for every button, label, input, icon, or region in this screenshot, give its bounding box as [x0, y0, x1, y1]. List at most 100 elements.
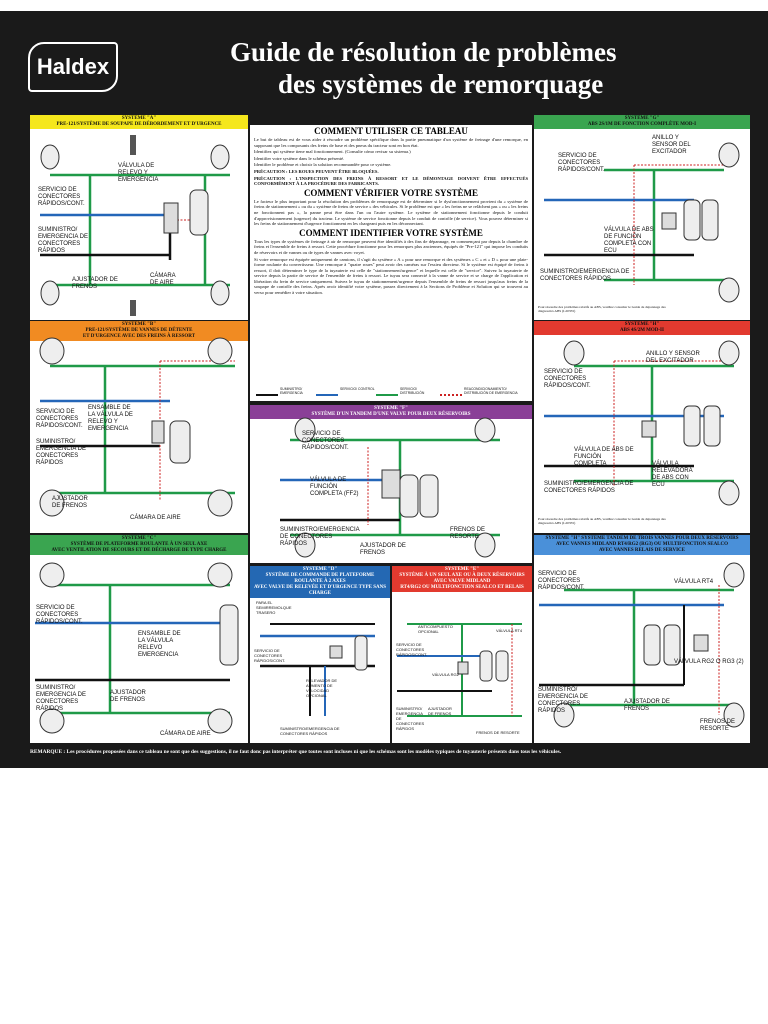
- panel-d-subtitle: AVEC VALVE DE RELEVÉE ET D'URGENCE TYPE …: [253, 585, 387, 596]
- page-title: Guide de résolution de problèmes des sys…: [230, 36, 710, 100]
- panel-a-diagram: [40, 135, 230, 316]
- panel-g-header: SYSTÈME "G" ABS 2S/1M DE FONCTION COMPLÈ…: [534, 115, 750, 129]
- panel-b-system: SYSTÈME "B": [121, 322, 157, 327]
- panel-h-header: SYSTÈME "H" ABS 4S/2M MOD-II: [534, 321, 750, 335]
- label-service-connectors: SERVICIO DE CONECTORES RÁPIDOS/CONT.: [254, 648, 286, 663]
- label-service-connectors: SERVICIO DE CONECTORES RÁPIDOS/CONT.: [36, 409, 83, 429]
- legend-service-label: SERVICIO/ CONTROL: [340, 387, 375, 391]
- label-supply-emergency: SUMINISTRO/EMERGENCIA DE CONECTORES RÁPI…: [540, 269, 630, 282]
- legend-service-line: [316, 394, 338, 396]
- panel-a-system: SYSTÈME "A": [121, 116, 157, 121]
- label-anticompound: ANTICOMPUESTO OPCIONAL: [418, 624, 453, 634]
- panel-g-note: Pour résoudre des problèmes relatifs au …: [538, 305, 666, 313]
- label-service-connectors: SERVICIO DE CONECTORES RÁPIDOS/CONT.: [36, 605, 83, 625]
- label-service-connectors: SERVICIO DE CONECTORES RÁPIDOS/CONT.: [558, 153, 605, 173]
- label-service-connectors: SERVICIO DE CONECTORES RÁPIDOS/CONT.: [302, 431, 349, 451]
- panel-i-header: SYSTÈME "H" SYSTÈME TANDEM DE TROIS VANN…: [534, 535, 750, 555]
- label-rt4-valve: VÁLVULA RT4: [674, 579, 714, 585]
- caution-1: PRÉCAUTION : LES ROUES PEUVENT ÊTRE BLOQ…: [254, 168, 379, 174]
- title-line-1: Guide de résolution de problèmes: [230, 37, 617, 67]
- instructions-paragraph-7: Si votre remorque est équipée uniquement…: [254, 256, 528, 296]
- panel-h-note: Pour résoudre des problèmes relatifs au …: [538, 517, 666, 525]
- label-service-connectors: SERVICIO DE CONECTORES RÁPIDOS/CONT.: [396, 642, 428, 657]
- label-rear-semitrailer: PARA EL SEMIRREMOLQUE TRASERO: [256, 600, 292, 615]
- panel-system-h-tandem: SYSTÈME "H" SYSTÈME TANDEM DE TROIS VANN…: [534, 535, 750, 743]
- panel-system-b: SYSTÈME "B" PRE-121/SYSTÈME DE VANNES DE…: [30, 321, 248, 533]
- panel-f-system: SYSTÈME "F": [374, 406, 408, 411]
- panel-f-header: SYSTÈME "F" SYSTÈME D'UN TANDEM D'UNE VA…: [250, 405, 532, 419]
- panel-system-a: SYSTÈME "A" PRE-121/SYSTÈME DE SOUPAPE D…: [30, 115, 248, 320]
- panel-f-title: SYSTÈME D'UN TANDEM D'UNE VALVE POUR DEU…: [311, 412, 471, 417]
- label-supply-emergency: SUMINISTRO/EMERGENCIA DE CONECTORES RÁPI…: [280, 527, 360, 547]
- panel-c-system: SYSTÈME "C": [121, 536, 157, 541]
- label-exciter-ring-sensor: ANILLO Y SENSOR DEL EXCITADOR: [646, 351, 700, 364]
- instructions-paragraph-4: Identifier le problème et choisir la sol…: [254, 162, 392, 168]
- panel-i-system: SYSTÈME "H" SYSTÈME TANDEM DE TROIS VANN…: [545, 536, 739, 541]
- panel-a-title: PRE-121/SYSTÈME DE SOUPAPE DE DÉBORDEMEN…: [56, 122, 222, 127]
- label-full-function-abs-valve: VÁLVULA DE ABS DE FUNCIÓN COMPLETA CON E…: [604, 227, 654, 254]
- panel-b-title: PRE-121/SYSTÈME DE VANNES DE DÉTENTE: [85, 328, 193, 333]
- panel-d-diagram: [260, 623, 375, 716]
- panel-i-title: AVEC VANNES MIDLAND RT4/RG2 (RG3) OU MUL…: [555, 542, 729, 547]
- panel-i-diagram: [539, 562, 745, 728]
- how-to-identify-title: COMMENT IDENTIFIER VOTRE SYSTÈME: [299, 227, 483, 238]
- panel-e-subtitle: RT4/RG2 OU MULTIFONCTION SEALCO ET RELAI…: [400, 585, 524, 590]
- panel-c-subtitle: AVEC VENTILATION DE SECOURS ET DE DÉCHAR…: [51, 548, 227, 553]
- line-legend: SUMINISTRO/ EMERGENCIA SERVICIO/ CONTROL…: [250, 385, 532, 401]
- legend-control-line: [376, 394, 398, 396]
- label-rg2-valve: VÁLVULA RG2: [432, 672, 459, 677]
- label-supply-emergency: SUMINISTRO/ EMERGENCIA DE CONECTORES RÁP…: [538, 687, 589, 714]
- remarque-footnote: REMARQUE : Les procédures proposées dans…: [30, 749, 562, 755]
- title-line-2: des systèmes de remorquage: [278, 69, 604, 99]
- label-slack-adjuster: AJUSTADOR DE FRENOS: [110, 690, 146, 703]
- panel-c-diagram: [35, 562, 239, 734]
- label-supply-emergency: SUMINISTRO/ EMERGENCIA DE CONECTORES RÁP…: [36, 685, 87, 712]
- label-air-chamber: CÁMARA DE AIRE: [130, 515, 181, 521]
- legend-optional-line: [440, 394, 462, 396]
- how-to-use-title: COMMENT UTILISER CE TABLEAU: [314, 126, 468, 136]
- panel-system-f: SYSTÈME "F" SYSTÈME D'UN TANDEM D'UNE VA…: [250, 405, 532, 563]
- panel-e-system: SYSTÈME "E": [444, 567, 480, 572]
- panel-b-subtitle: ET D'URGENCE AVEC DES FREINS À RESSORT: [82, 334, 196, 339]
- panel-c-header: SYSTÈME "C" SYSTÈME DE PLATEFORME ROULAN…: [30, 535, 248, 555]
- instructions-paragraph-5: Le facteur le plus important pour la rés…: [254, 198, 528, 227]
- label-spring-brakes: FRENOS DE RESORTE: [476, 730, 520, 735]
- haldex-logo: Haldex: [28, 42, 118, 92]
- panel-system-c: SYSTÈME "C" SYSTÈME DE PLATEFORME ROULAN…: [30, 535, 248, 743]
- panel-c-title: SYSTÈME DE PLATEFORME ROULANTE À UN SEUL…: [70, 542, 208, 547]
- instructions-paragraph-1: Le but de tableau est de vous aider à ré…: [254, 137, 528, 148]
- legend-optional-label: REACONDICIONAMIENTO/ DISTRIBUCIÓN DE EME…: [464, 387, 518, 395]
- legend-control-label: SERVICIO/ DISTRIBUCIÓN: [400, 387, 425, 395]
- label-exciter-ring-sensor: ANILLO Y SENSOR DEL EXCITADOR: [652, 135, 691, 155]
- label-service-connectors: SERVICIO DE CONECTORES RÁPIDOS/CONT.: [538, 571, 585, 591]
- label-supply-emergency: SUMINISTRO/ EMERGENCIA DE CONECTORES RÁP…: [396, 706, 425, 731]
- label-slack-adjuster: AJUSTADOR DE FRENOS: [624, 699, 670, 712]
- label-spring-brakes: FRENOS DE RESORTE: [700, 719, 736, 732]
- label-slack-adjuster: AJUSTADOR DE FRENOS: [360, 543, 406, 556]
- instructions-panel: COMMENT UTILISER CE TABLEAU Le but de ta…: [250, 125, 532, 398]
- label-rg2-rg3-valve: VÁLVULA RG2 O RG3 (2): [674, 659, 744, 665]
- label-slack-adjuster: AJUSTADOR DE FRENOS: [72, 277, 118, 290]
- label-air-chamber: CÁMARA DE AIRE: [160, 731, 211, 737]
- panel-f-diagram: [280, 417, 500, 558]
- label-spring-brakes: FRENOS DE RESORTE: [450, 527, 486, 540]
- panel-h-diagram: [544, 340, 740, 506]
- instructions-paragraph-3: Identifier votre système dans le schéma …: [254, 155, 345, 161]
- panel-d-system: SYSTÈME "D": [302, 567, 338, 572]
- panel-system-e: SYSTÈME "E" SYSTÈME À UN SEUL AXE OU À D…: [392, 566, 532, 743]
- panel-h-title: ABS 4S/2M MOD-II: [620, 328, 664, 333]
- panel-b-header: SYSTÈME "B" PRE-121/SYSTÈME DE VANNES DE…: [30, 321, 248, 341]
- panel-g-system: SYSTÈME "G": [624, 116, 660, 121]
- legend-supply-label: SUMINISTRO/ EMERGENCIA: [280, 387, 303, 395]
- label-full-function-abs-valve: VÁLVULA DE ABS DE FUNCIÓN COMPLETA: [574, 447, 634, 467]
- panel-i-subtitle: AVEC VANNES RELAIS DE SERVICE: [599, 548, 685, 553]
- panel-g-title: ABS 2S/1M DE FONCTION COMPLÈTE MOD-I: [587, 122, 697, 127]
- label-air-chamber: CÁMARA DE AIRE: [150, 273, 176, 286]
- label-supply-emergency: SUMINISTRO/ EMERGENCIA DE CONECTORES RÁP…: [38, 227, 89, 254]
- panel-a-header: SYSTÈME "A" PRE-121/SYSTÈME DE SOUPAPE D…: [30, 115, 248, 129]
- label-relay-emergency-assembly: ENSAMBLE DE LA VÁLVULA RELEVO EMERGENCIA: [138, 631, 181, 658]
- label-slack-adjuster: AJUSTADOR DE FRENOS: [428, 706, 452, 716]
- label-relay-emergency-valve: VÁLVULA DE RELEVO Y EMERGENCIA: [118, 163, 159, 183]
- panel-e-header: SYSTÈME "E" SYSTÈME À UN SEUL AXE OU À D…: [392, 566, 532, 592]
- panel-system-d: SYSTÈME "D" SYSTÈME DE COMMANDE DE PLATE…: [250, 566, 390, 743]
